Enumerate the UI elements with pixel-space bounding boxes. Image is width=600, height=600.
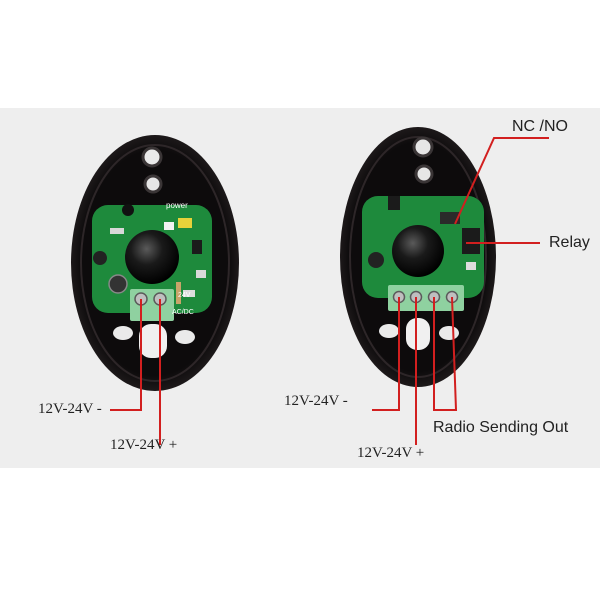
board-power-text: power (166, 201, 188, 210)
relay-label: Relay (549, 234, 590, 251)
right-negative-label: 12V-24V - (284, 393, 348, 409)
right-bottom-slot-right (439, 326, 459, 340)
right-lens (392, 225, 444, 277)
left-top-screw-hole (141, 146, 163, 168)
radio-out-label: Radio Sending Out (433, 419, 569, 436)
left-terminal-block (130, 289, 174, 321)
right-top-screw-hole (412, 136, 434, 158)
leader-lines (110, 137, 549, 445)
left-positive-label: 12V-24V + (110, 437, 178, 453)
left-sensor: power 24V AC/DC (71, 135, 239, 391)
right-bottom-slot-left (379, 324, 399, 338)
nc-no-leader (454, 137, 549, 225)
left-bottom-slot-left (113, 326, 133, 340)
left-upper-screw-hole (143, 174, 163, 194)
left-lens (125, 230, 179, 284)
left-bottom-slot-right (175, 330, 195, 344)
board-volt-text: 24V (178, 292, 191, 299)
nc-no-label: NC /NO (512, 118, 568, 135)
left-negative-leader (110, 299, 142, 411)
board-acdc-text: AC/DC (172, 309, 194, 316)
right-sensor (340, 127, 496, 387)
right-positive-label: 12V-24V + (357, 445, 425, 461)
right-upper-screw-hole (414, 164, 434, 184)
left-negative-label: 12V-24V - (38, 401, 102, 417)
right-terminal-block (388, 285, 464, 311)
right-negative-leader (372, 297, 400, 411)
radio-out-leader (433, 296, 458, 411)
